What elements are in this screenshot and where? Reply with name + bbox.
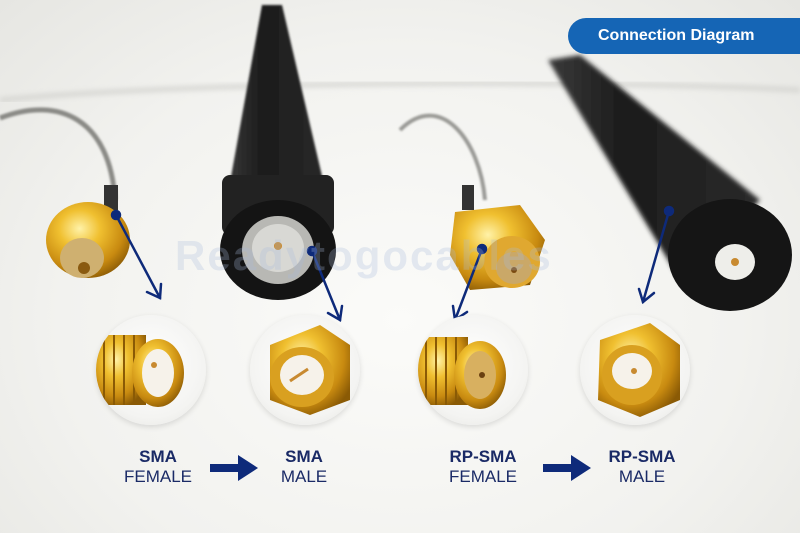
rpsma-female-bulkhead — [450, 185, 545, 290]
closeup-sma-female — [96, 315, 206, 425]
cable-right — [398, 113, 487, 201]
closeup-sma-male — [250, 315, 360, 425]
watermark: Readytogocables — [175, 232, 553, 279]
label-rpsma-female: RP-SMA FEMALE — [423, 447, 543, 487]
connector-gender: FEMALE — [448, 467, 518, 486]
label-sma-male: SMA MALE — [244, 447, 364, 487]
connection-diagram-badge: Connection Diagram — [568, 18, 800, 54]
sma-female-bulkhead — [46, 185, 130, 278]
pointer-arrows — [110, 205, 675, 323]
connector-type: SMA — [285, 447, 323, 466]
closeup-rpsma-female — [418, 315, 528, 425]
antenna-rpsma-male — [548, 55, 792, 311]
connector-gender: MALE — [618, 467, 666, 486]
right-arrow-icon — [543, 455, 591, 481]
antenna-sma-male — [220, 5, 336, 300]
connector-type: SMA — [139, 447, 177, 466]
connector-gender: MALE — [280, 467, 328, 486]
label-sma-female: SMA FEMALE — [98, 447, 218, 487]
cable-left — [0, 107, 118, 201]
closeup-rpsma-male — [580, 315, 690, 425]
connector-type: RP-SMA — [608, 447, 676, 466]
badge-title: Connection Diagram — [598, 27, 755, 44]
label-rpsma-male: RP-SMA MALE — [582, 447, 702, 487]
right-arrow-icon — [210, 455, 258, 481]
connector-type: RP-SMA — [449, 447, 517, 466]
connector-gender: FEMALE — [123, 467, 193, 486]
